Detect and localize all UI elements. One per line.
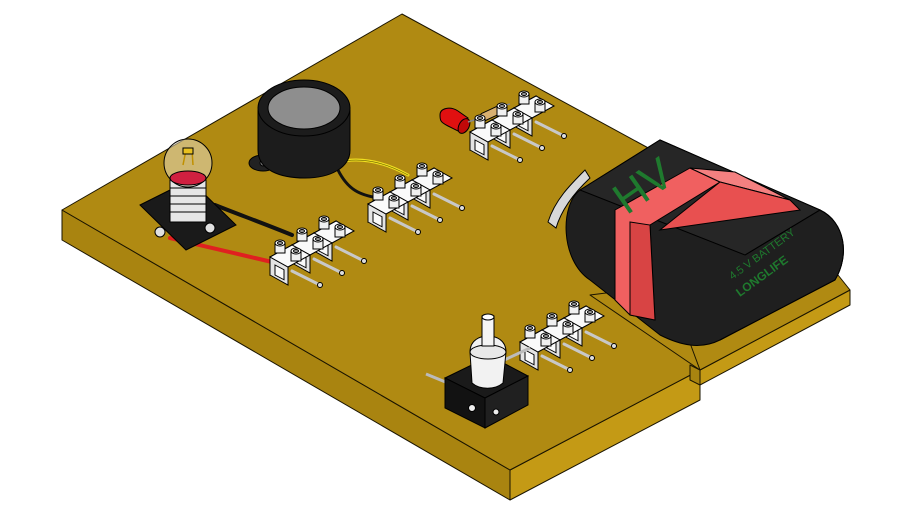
battery-platform-side (689, 364, 701, 386)
terminal-block-bulb (268, 215, 367, 288)
rotary-switch (425, 313, 531, 429)
terminal-block-switch (518, 300, 617, 373)
buzzer (248, 79, 351, 179)
battery: HV 4.5 V BATTERY LONGLIFE (547, 139, 844, 346)
bulb-socket (169, 179, 207, 223)
terminal-blocks (268, 90, 617, 373)
terminal-block-buzzer (366, 162, 465, 235)
terminal-block-led (468, 90, 567, 163)
buzzer-membrane (267, 86, 341, 130)
led-resistor (439, 103, 511, 134)
battery-contact-strip (547, 169, 591, 229)
wire-black-bulb (213, 203, 294, 237)
light-bulb (139, 138, 237, 251)
